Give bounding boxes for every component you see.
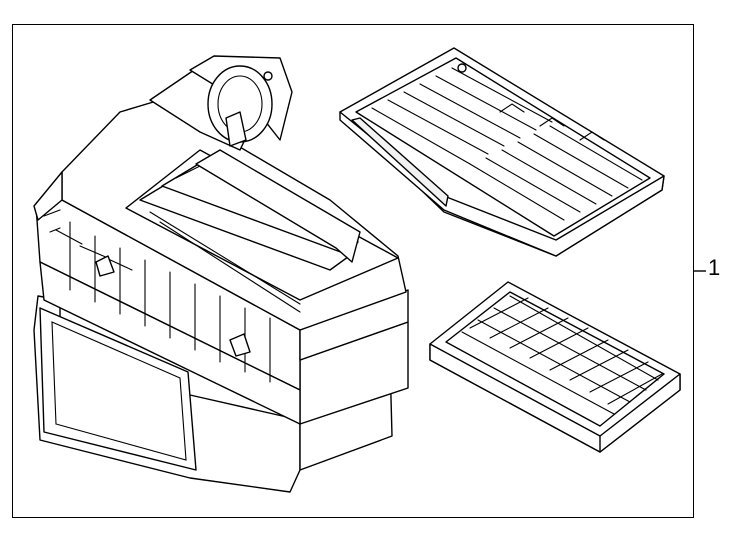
callout-label: 1 [708, 255, 721, 280]
lower-filter-element [429, 281, 681, 453]
upper-filter-element [339, 47, 665, 257]
air-cleaner-housing [33, 55, 409, 493]
